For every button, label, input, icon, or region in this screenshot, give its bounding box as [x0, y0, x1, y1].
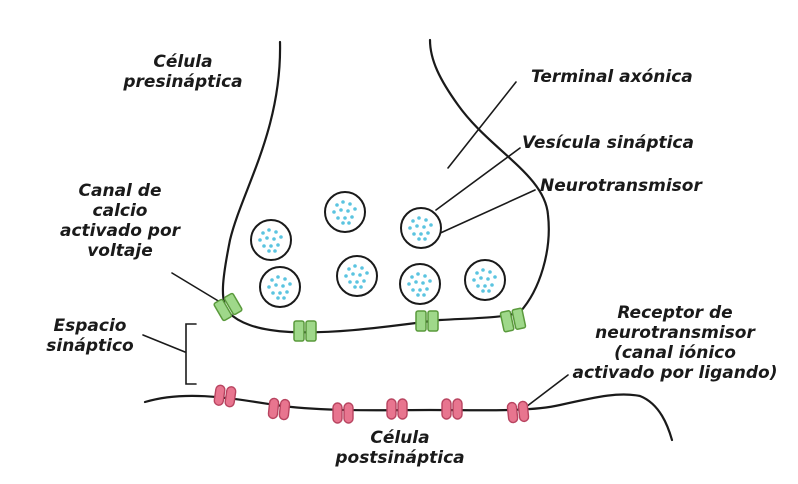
receptor-channel: [267, 397, 291, 421]
synaptic-vesicle: [400, 207, 442, 249]
cleft-bracket: [185, 323, 197, 385]
synaptic-vesicle: [399, 263, 441, 305]
axon-terminal-pointer: [447, 81, 517, 169]
axon-terminal-label: Terminal axónica: [531, 67, 693, 87]
calcium-channel: [213, 292, 243, 322]
cleft-pointer: [142, 334, 186, 353]
calcium-channel-pointer: [171, 272, 221, 303]
synaptic-vesicle-label: Vesícula sináptica: [522, 133, 694, 153]
calcium-channel: [499, 307, 527, 333]
synaptic-vesicle: [336, 255, 378, 297]
presynaptic-cell-label: Célula presináptica: [123, 52, 243, 92]
neurotransmitter-pointer: [435, 189, 536, 236]
vesicle-pointer: [435, 147, 521, 211]
synaptic-cleft-label: Espacio sináptico: [46, 316, 134, 356]
synaptic-vesicle: [464, 259, 506, 301]
calcium-channel: [415, 310, 439, 332]
synaptic-vesicle: [324, 191, 366, 233]
receptor-label: Receptor de neurotransmisor (canal iónic…: [572, 303, 778, 383]
synaptic-vesicle: [259, 266, 301, 308]
postsynaptic-cell-label: Célula postsináptica: [335, 428, 465, 468]
neurotransmitter-label: Neurotransmisor: [540, 176, 702, 196]
receptor-channel: [506, 400, 530, 424]
synaptic-vesicle: [250, 219, 292, 261]
calcium-channel-label: Canal de calcio activado por voltaje: [59, 181, 181, 261]
receptor-channel: [332, 402, 354, 424]
calcium-channel: [293, 320, 317, 342]
receptor-channel: [213, 384, 237, 408]
receptor-channel: [386, 398, 408, 420]
receptor-pointer: [521, 374, 569, 411]
receptor-channel: [441, 398, 463, 420]
